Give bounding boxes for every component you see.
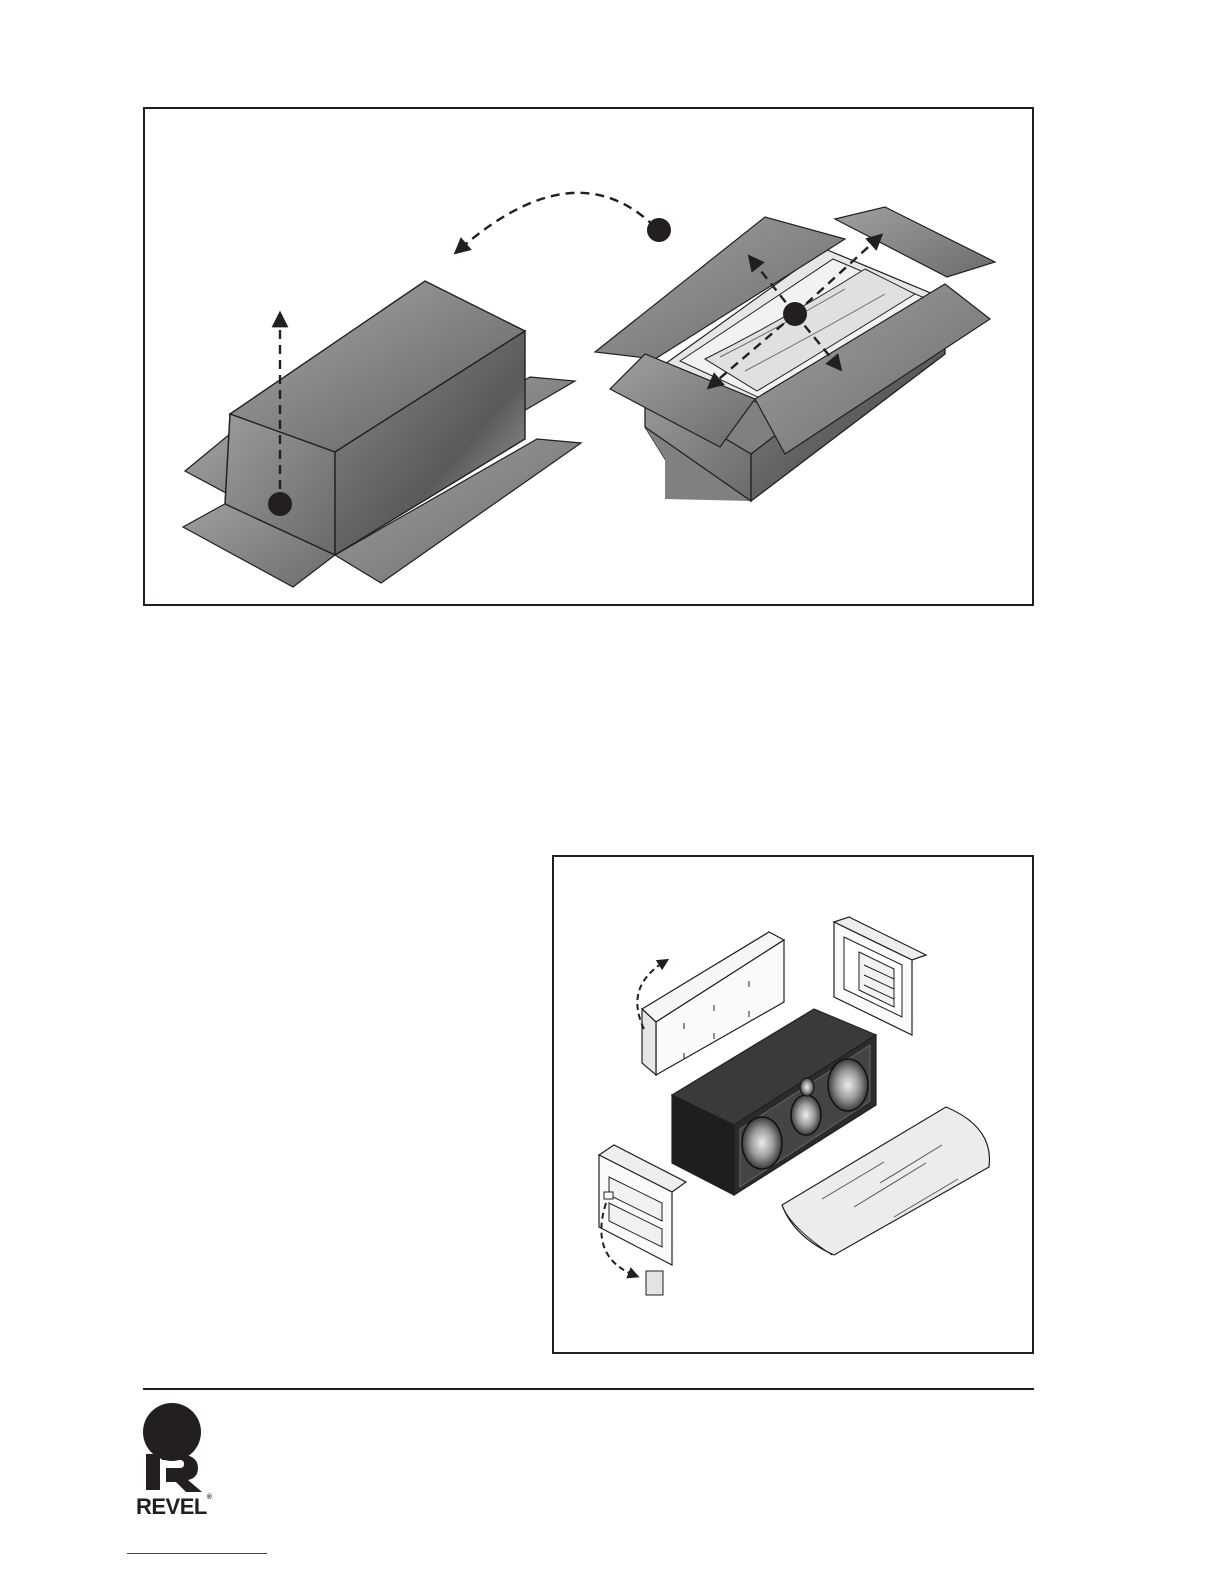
step-dot — [647, 218, 671, 242]
tweeter — [800, 1078, 814, 1096]
step-dot — [268, 492, 292, 516]
revel-logo-mark — [136, 1402, 222, 1494]
speaker-packaging-illustration — [554, 857, 1032, 1352]
revel-logo: REVEL® — [136, 1402, 222, 1522]
foam-frame-top — [834, 917, 926, 1035]
footer-link-underline[interactable] — [127, 1553, 267, 1554]
woofer-left — [742, 1117, 782, 1169]
carton-unpacking-figure — [143, 107, 1034, 606]
carton-unpacking-illustration — [145, 109, 1032, 604]
midrange — [791, 1095, 821, 1135]
foam-end-cap-bottom — [599, 1145, 686, 1295]
woofer-right — [828, 1059, 868, 1111]
flip-arrow — [460, 193, 655, 249]
open-carton — [595, 207, 995, 501]
accessory-pack — [646, 1271, 663, 1295]
inverted-carton — [183, 281, 581, 587]
footer-divider — [143, 1388, 1034, 1390]
speaker-packaging-figure — [552, 855, 1034, 1354]
revel-wordmark: REVEL® — [136, 1494, 222, 1520]
step-dot — [783, 302, 807, 326]
